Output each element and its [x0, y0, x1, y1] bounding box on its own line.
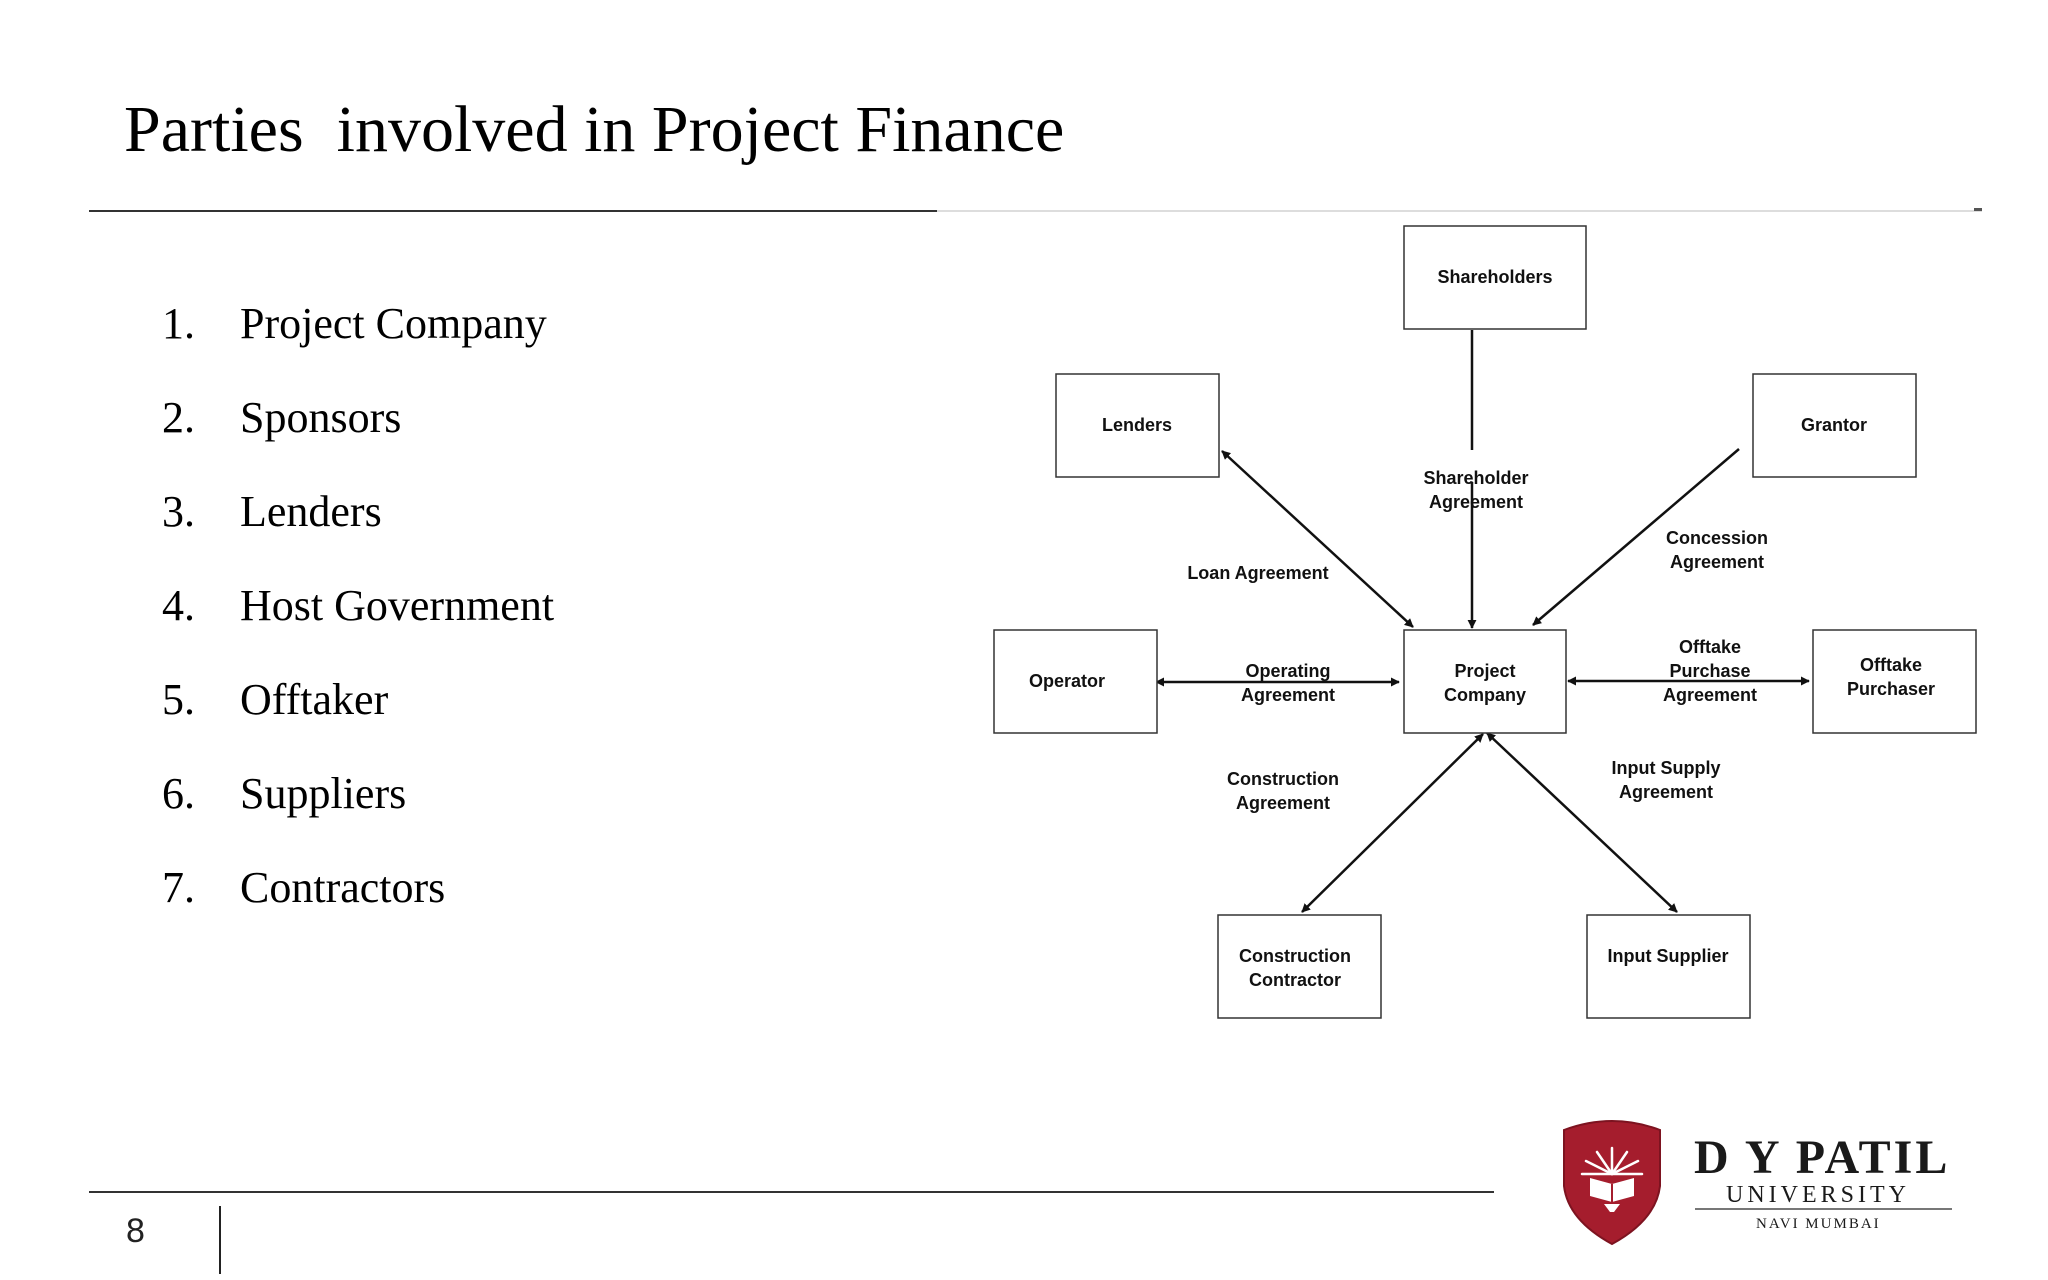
- list-item-label: Suppliers: [240, 769, 407, 818]
- list-item-label: Lenders: [240, 487, 382, 536]
- list-item: 2. Sponsors: [162, 392, 554, 486]
- construction-connector: [1301, 733, 1484, 913]
- node-label: Operator: [1029, 671, 1105, 691]
- logo-wordmark: D Y PATIL: [1694, 1131, 1951, 1184]
- input-supplier-node: Input Supplier: [1586, 914, 1751, 1019]
- title-divider-end: [1974, 208, 1982, 211]
- node-label: Offtake: [1860, 655, 1922, 675]
- grantor-node: Grantor: [1752, 373, 1917, 478]
- list-item: 7. Contractors: [162, 862, 554, 956]
- title-divider-light: [937, 210, 1982, 212]
- node-label: Shareholders: [1437, 267, 1552, 287]
- svg-text:Input Supplier: Input Supplier: [1608, 946, 1729, 966]
- title-divider: [89, 210, 937, 212]
- input-supply-connector: [1486, 732, 1678, 913]
- list-item: 1. Project Company: [162, 298, 554, 392]
- project-finance-diagram: Shareholders Lenders Grantor Operator Pr…: [993, 225, 1977, 1019]
- list-item-label: Contractors: [240, 863, 446, 912]
- shareholders-node: Shareholders: [1403, 225, 1587, 330]
- concession-connector: [1532, 448, 1740, 626]
- slide-title: Parties involved in Project Finance: [124, 93, 1065, 166]
- logo-divider: [1695, 1208, 1952, 1210]
- logo-subtitle: UNIVERSITY: [1726, 1182, 1910, 1208]
- node-label: Grantor: [1801, 415, 1867, 435]
- node-label: Purchaser: [1847, 679, 1935, 699]
- node-label: Company: [1444, 685, 1526, 705]
- list-item: 5. Offtaker: [162, 674, 554, 768]
- loan-agreement-label: Loan Agreement: [1187, 563, 1328, 583]
- loan-connector: [1221, 450, 1414, 628]
- logo-location: NAVI MUMBAI: [1756, 1216, 1881, 1232]
- footer-divider: [89, 1191, 1494, 1193]
- node-label: Project: [1454, 661, 1515, 681]
- svg-text:Shareholders: Shareholders: [1437, 267, 1552, 287]
- list-item-label: Sponsors: [240, 393, 402, 442]
- list-item-number: 1.: [162, 299, 195, 348]
- list-item-label: Host Government: [240, 581, 555, 630]
- node-label: Lenders: [1102, 415, 1172, 435]
- svg-text:Lenders: Lenders: [1102, 415, 1172, 435]
- operator-node: Operator: [993, 629, 1158, 734]
- svg-text:Grantor: Grantor: [1801, 415, 1867, 435]
- node-label: Contractor: [1249, 970, 1341, 990]
- lenders-node: Lenders: [1055, 373, 1220, 478]
- svg-text:Operator: Operator: [1029, 671, 1105, 691]
- list-item-label: Offtaker: [240, 675, 389, 724]
- list-item-label: Project Company: [240, 299, 547, 348]
- list-item-number: 7.: [162, 863, 195, 912]
- page-number: 8: [126, 1212, 145, 1250]
- list-item-number: 6.: [162, 769, 195, 818]
- university-logo: D Y PATIL UNIVERSITY NAVI MUMBAI: [1552, 1116, 1952, 1246]
- list-item-number: 2.: [162, 393, 195, 442]
- list-item: 6. Suppliers: [162, 768, 554, 862]
- shield-emblem-icon: [1563, 1120, 1661, 1246]
- list-item: 3. Lenders: [162, 486, 554, 580]
- list-item: 4. Host Government: [162, 580, 554, 674]
- list-item-number: 5.: [162, 675, 195, 724]
- node-label: Input Supplier: [1608, 946, 1729, 966]
- node-label: Construction: [1239, 946, 1351, 966]
- list-item-number: 4.: [162, 581, 195, 630]
- page-number-divider: [219, 1206, 221, 1274]
- list-item-number: 3.: [162, 487, 195, 536]
- parties-list: 1. Project Company 2. Sponsors 3. Lenders 4…: [162, 298, 554, 956]
